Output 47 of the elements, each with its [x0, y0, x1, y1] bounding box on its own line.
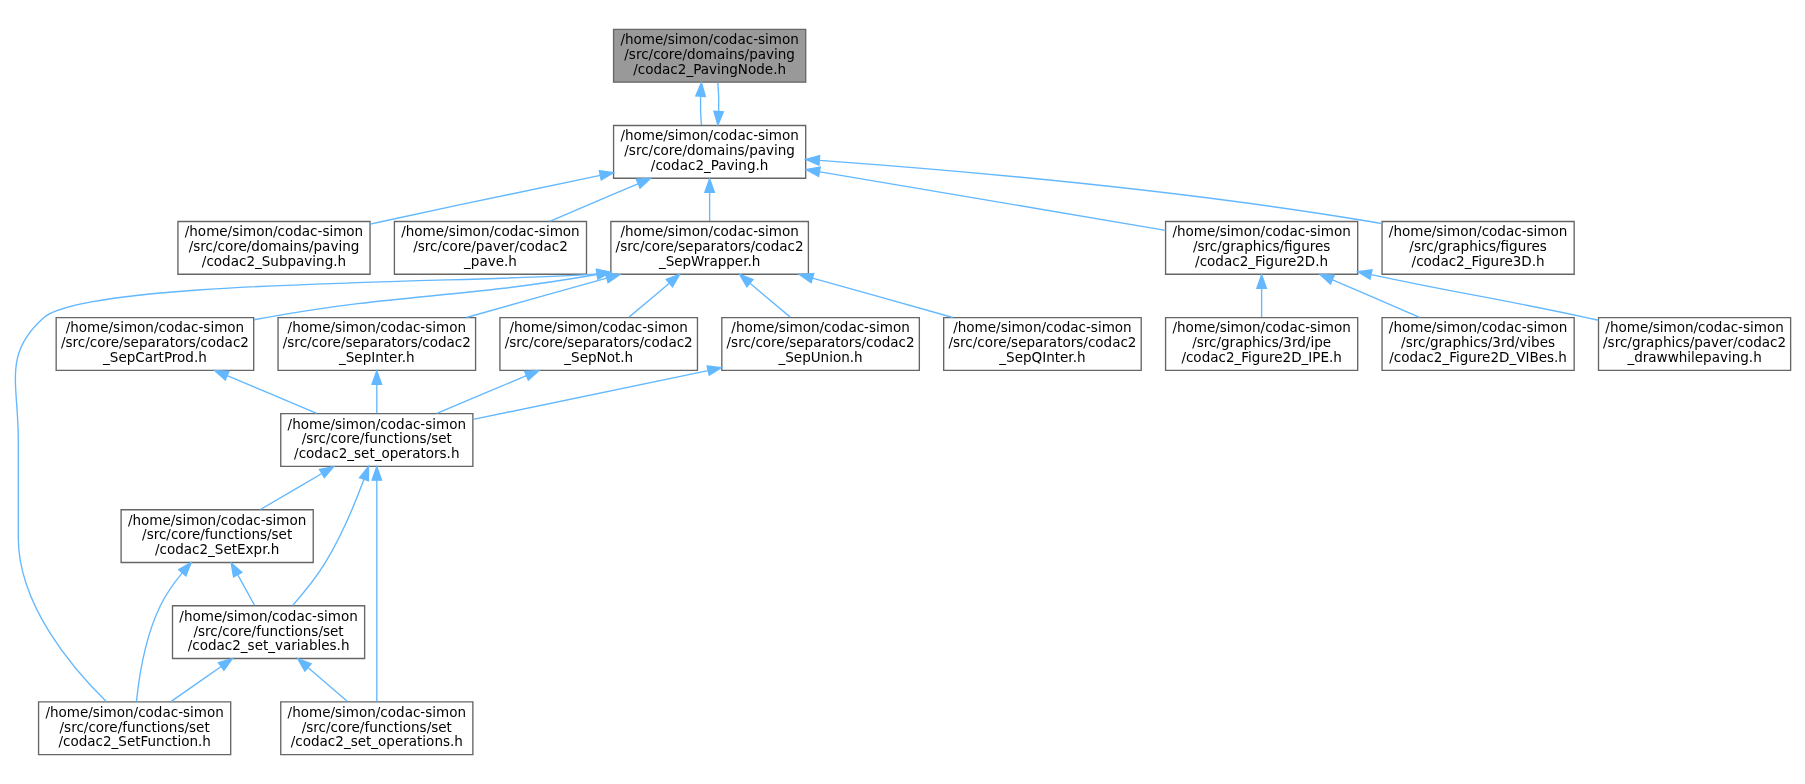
node-box: /home/simon/codac-simon /src/core/separators/codac2 _SepCartProd.h: [55, 316, 255, 372]
arrow: [296, 657, 348, 703]
arrow: [135, 561, 193, 703]
node-box: /home/simon/codac-simon /src/core/domains/paving /codac2_PavingNode.h: [612, 28, 807, 83]
arrow: [14, 268, 613, 703]
arrow: [803, 154, 1383, 225]
node-box: /home/simon/codac-simon /src/core/functions/set /codac2_set_variables.h: [171, 605, 366, 660]
arrow: [170, 657, 234, 703]
node-box: /home/simon/codac-simon /src/core/paver/codac2 _pave.h: [393, 220, 588, 275]
node-box: /home/simon/codac-simon /src/core/functions/set /codac2_set_operations.h: [280, 701, 474, 756]
arrow: [1355, 269, 1600, 321]
arrow: [436, 369, 541, 415]
arrow: [465, 272, 622, 319]
node-box: /home/simon/codac-simon /src/core/separators/codac2 _SepInter.h: [277, 316, 477, 372]
arrow: [797, 272, 954, 319]
arrow: [369, 170, 616, 225]
arrow: [371, 368, 383, 414]
arrow: [291, 464, 370, 607]
arrow: [549, 177, 653, 222]
node-box: /home/simon/codac-simon /src/core/domains/paving /codac2_Subpaving.h: [177, 220, 371, 275]
node-box: /home/simon/codac-simon /src/core/functions/set /codac2_SetExpr.h: [120, 509, 314, 564]
node-box: /home/simon/codac-simon /src/core/separators/codac2 _SepQInter.h: [943, 316, 1142, 372]
node-box: /home/simon/codac-simon /src/core/separators/codac2 _SepWrapper.h: [610, 220, 810, 275]
arrow: [212, 369, 318, 415]
arrow: [628, 273, 682, 318]
arrow: [1255, 272, 1268, 318]
node-box: /home/simon/codac-simon /src/graphics/3rd/vibes /codac2_Figure2D_VIBes.h: [1381, 316, 1575, 372]
node-box: /home/simon/codac-simon /src/core/functions/set /codac2_SetFunction.h: [37, 701, 232, 756]
arrow: [804, 166, 1167, 231]
node-box: /home/simon/codac-simon /src/graphics/3rd/ipe /codac2_Figure2D_IPE.h: [1164, 316, 1359, 372]
node-box: /home/simon/codac-simon /src/graphics/figures /codac2_Figure3D.h: [1381, 220, 1575, 275]
node-box: /home/simon/codac-simon /src/graphics/figures /codac2_Figure2D.h: [1164, 220, 1359, 275]
node-box: /home/simon/codac-simon /src/graphics/paver/codac2 _drawwhilepaving.h: [1597, 316, 1792, 372]
arrow: [713, 81, 725, 128]
arrow: [230, 561, 256, 606]
arrow: [253, 268, 613, 321]
arrow: [1318, 273, 1421, 319]
node-box: /home/simon/codac-simon /src/core/functions/set /codac2_set_operators.h: [280, 412, 474, 468]
arrow: [371, 464, 383, 703]
node-box: /home/simon/codac-simon /src/core/separators/codac2 _SepNot.h: [499, 316, 699, 372]
arrow: [737, 273, 791, 318]
arrow: [259, 465, 336, 511]
arrow: [472, 365, 724, 421]
arrow: [703, 176, 716, 222]
node-box: /home/simon/codac-simon /src/core/separators/codac2 _SepUnion.h: [721, 316, 920, 372]
arrow: [694, 80, 707, 126]
node-box: /home/simon/codac-simon /src/core/domains/paving /codac2_Paving.h: [612, 124, 807, 179]
